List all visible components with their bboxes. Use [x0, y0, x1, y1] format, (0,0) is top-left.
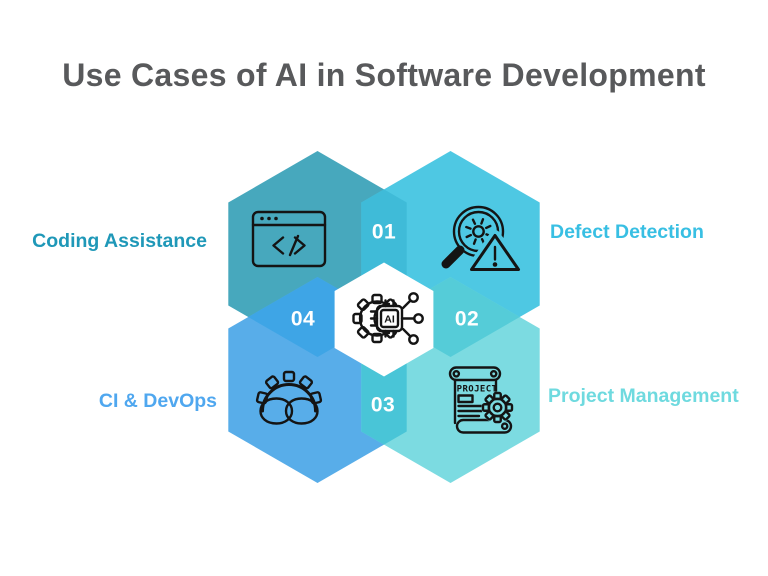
number-04: 04	[291, 308, 315, 331]
magnifier-gear-warning-icon	[441, 205, 524, 275]
browser-code-icon	[251, 210, 327, 268]
gear-infinity-icon	[255, 370, 323, 425]
label-defect-detection: Defect Detection	[550, 221, 704, 243]
label-ci-devops: CI & DevOps	[98, 390, 217, 412]
page-title: Use Cases of AI in Software Development	[62, 57, 706, 93]
number-03: 03	[371, 394, 395, 417]
ai-chip-gear-icon: AI	[352, 292, 424, 345]
scroll-title-text: PROJECT	[457, 385, 498, 395]
number-01: 01	[372, 221, 396, 244]
scroll-gear-icon: PROJECT	[448, 366, 514, 434]
ai-chip-text: AI	[384, 314, 395, 326]
label-project-management: Project Management	[548, 385, 739, 407]
label-coding-assistance: Coding Assistance	[32, 230, 207, 252]
number-02: 02	[455, 308, 479, 331]
